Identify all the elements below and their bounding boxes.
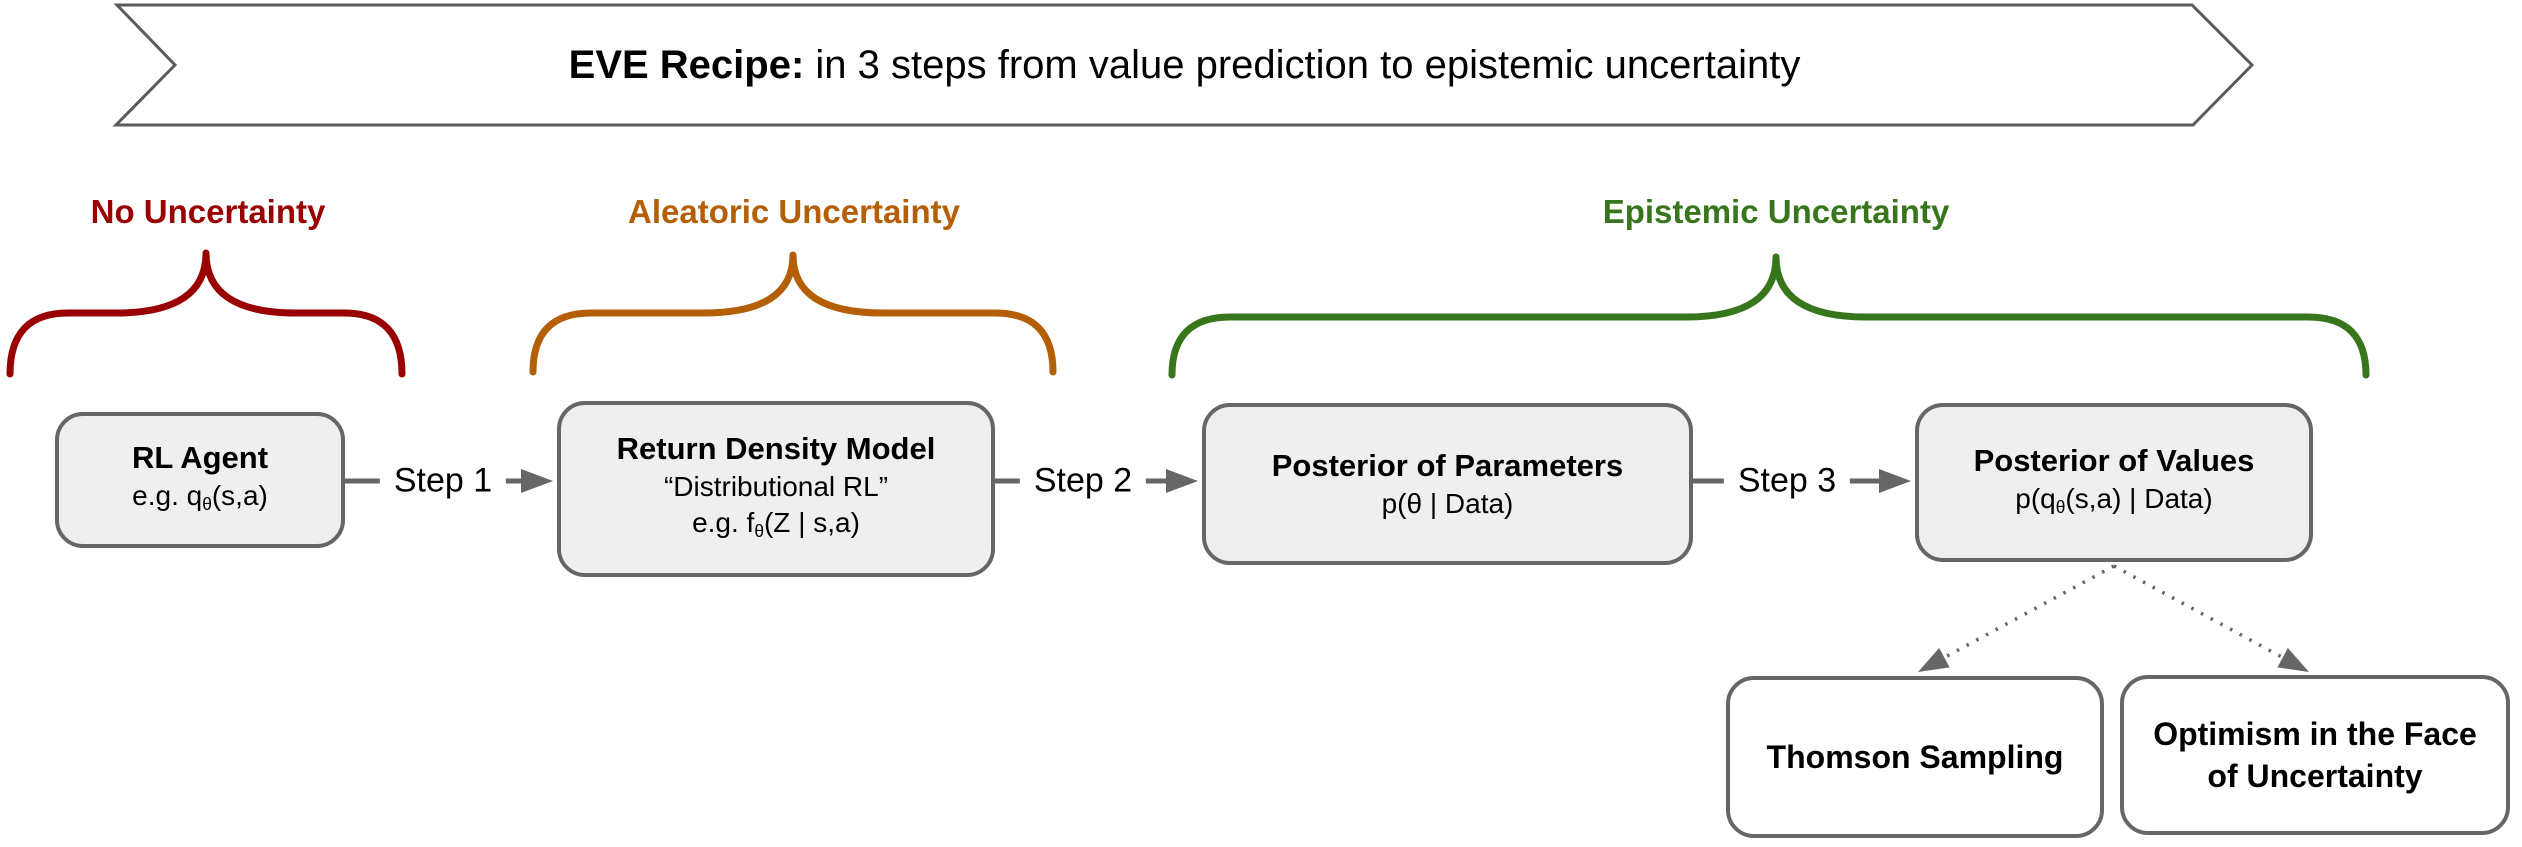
thomson-sampling-title: Thomson Sampling	[1766, 739, 2064, 775]
rl-agent-box: RL Agent e.g. qθ(s,a)	[55, 412, 345, 548]
return-density-model-box: Return Density Model “Distributional RL”…	[557, 401, 995, 577]
banner-title-rest: in 3 steps from value prediction to epis…	[804, 42, 1801, 87]
optimism-arrowhead-icon	[2277, 648, 2309, 672]
formula-post: (s,a)	[211, 480, 268, 512]
distributional-rl-quote: “Distributional RL”	[663, 471, 889, 503]
optimism-dotted-arrow	[2113, 564, 2309, 672]
banner-title: EVE Recipe: in 3 steps from value predic…	[117, 5, 2252, 125]
step-2-arrowhead-icon	[1166, 469, 1198, 493]
epistemic-uncertainty-label: Epistemic Uncertainty	[1602, 193, 1950, 230]
theta-subscript: θ	[754, 520, 764, 541]
step-3-arrowhead-icon	[1879, 469, 1911, 493]
formula-post: (s,a) | Data)	[2065, 482, 2213, 514]
optimism-box: Optimism in the Face of Uncertainty	[2120, 675, 2510, 835]
banner-ribbon-shape	[112, 3, 2255, 127]
posterior-parameters-formula: p(θ | Data)	[1381, 488, 1514, 519]
banner-title-bold: EVE Recipe:	[568, 42, 805, 87]
optimism-dotted-line	[2113, 564, 2292, 664]
theta-subscript: θ	[2055, 496, 2066, 517]
aleatoric-uncertainty-label: Aleatoric Uncertainty	[628, 193, 960, 230]
rl-agent-title: RL Agent	[131, 440, 269, 476]
return-density-title: Return Density Model	[616, 431, 936, 467]
rl-agent-formula: e.g. qθ(s,a)	[132, 478, 268, 522]
no-uncertainty-label: No Uncertainty	[90, 193, 326, 230]
posterior-values-formula: p(qθ(s,a) | Data)	[2015, 481, 2212, 525]
no-uncertainty-brace	[6, 249, 406, 378]
formula-pre: p(q	[2015, 482, 2056, 514]
thomson-dotted-line	[1935, 564, 2115, 664]
optimism-title: Optimism in the Face of Uncertainty	[2153, 716, 2477, 794]
posterior-of-parameters-box: Posterior of Parameters p(θ | Data)	[1202, 403, 1693, 565]
return-density-formula: e.g. fθ(Z | s,a)	[692, 505, 860, 549]
step-3-label: Step 3	[1723, 461, 1851, 501]
step-1-label: Step 1	[379, 461, 507, 501]
formula-pre: e.g. f	[692, 507, 755, 539]
aleatoric-uncertainty-brace	[529, 251, 1057, 376]
step-1-arrowhead-icon	[521, 469, 553, 493]
thomson-dotted-arrow	[1918, 564, 2115, 672]
formula-pre: e.g. q	[132, 480, 203, 512]
posterior-parameters-title: Posterior of Parameters	[1271, 448, 1624, 483]
step-2-label: Step 2	[1019, 461, 1147, 501]
thomson-arrowhead-icon	[1918, 648, 1950, 672]
formula-post: (Z | s,a)	[763, 507, 860, 539]
posterior-values-title: Posterior of Values	[1973, 442, 2255, 478]
posterior-of-values-box: Posterior of Values p(qθ(s,a) | Data)	[1915, 403, 2313, 562]
epistemic-uncertainty-brace	[1168, 253, 2370, 379]
theta-subscript: θ	[202, 493, 212, 514]
thomson-sampling-box: Thomson Sampling	[1726, 676, 2104, 838]
